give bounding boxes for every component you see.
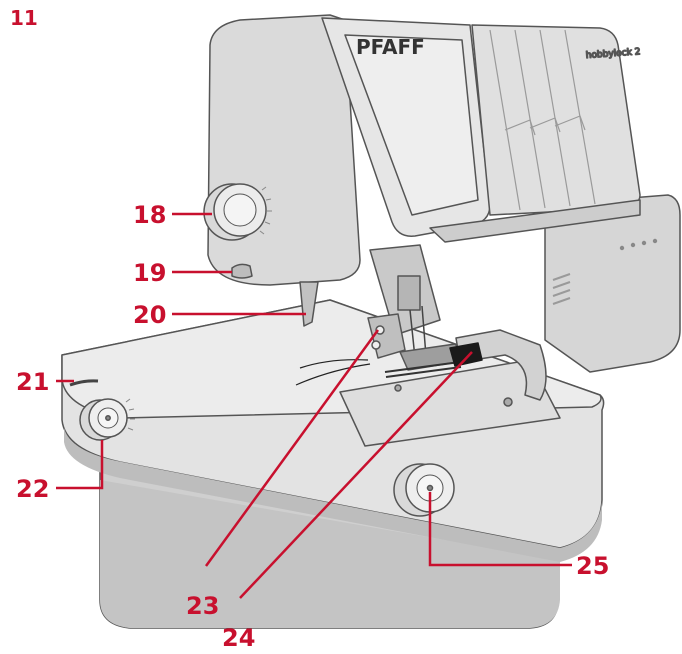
side-vent-slots bbox=[552, 273, 571, 305]
thread-cutter-lever bbox=[231, 263, 253, 279]
callout-21: 21 bbox=[16, 368, 49, 396]
right-housing bbox=[544, 194, 681, 373]
vent-dots bbox=[619, 238, 658, 251]
needle-clamp bbox=[397, 275, 421, 311]
leader-25 bbox=[428, 492, 572, 567]
callout-24: 24 bbox=[222, 624, 255, 652]
callout-20: 20 bbox=[133, 301, 166, 329]
callout-22: 22 bbox=[16, 475, 49, 503]
callout-leaders bbox=[56, 212, 572, 599]
callout-numbers: 18 19 20 21 22 23 24 25 bbox=[16, 201, 609, 652]
feed-dog-teeth bbox=[384, 361, 462, 378]
plate-screw bbox=[394, 384, 402, 392]
knife-screw-2 bbox=[371, 340, 381, 350]
differential-feed-dial bbox=[393, 463, 455, 517]
leader-22 bbox=[56, 440, 104, 490]
top-dial bbox=[203, 183, 272, 241]
thread-guide-slots bbox=[489, 29, 596, 211]
brand-logo: PFAFF bbox=[356, 35, 425, 59]
callout-19: 19 bbox=[133, 259, 166, 287]
power-indicator bbox=[69, 379, 99, 387]
callout-25: 25 bbox=[576, 552, 609, 580]
stitch-plate bbox=[339, 359, 561, 447]
plate-screw-2 bbox=[503, 397, 513, 407]
callout-18: 18 bbox=[133, 201, 166, 229]
page-number: 11 bbox=[10, 6, 38, 30]
bed-lower-band bbox=[64, 428, 602, 562]
threads bbox=[295, 359, 371, 386]
callout-23: 23 bbox=[186, 592, 219, 620]
upper-arm bbox=[429, 199, 641, 243]
leader-23 bbox=[204, 329, 380, 567]
leader-24 bbox=[239, 351, 473, 599]
base-shadow bbox=[100, 480, 560, 628]
sewing-machine-illustration: hobbylock 2 PFAFF bbox=[61, 14, 681, 629]
stitch-length-dial bbox=[79, 398, 135, 441]
cover-inner-panel bbox=[344, 34, 479, 216]
model-label: hobbylock 2 bbox=[586, 47, 641, 61]
knife-guard-black bbox=[449, 342, 483, 367]
